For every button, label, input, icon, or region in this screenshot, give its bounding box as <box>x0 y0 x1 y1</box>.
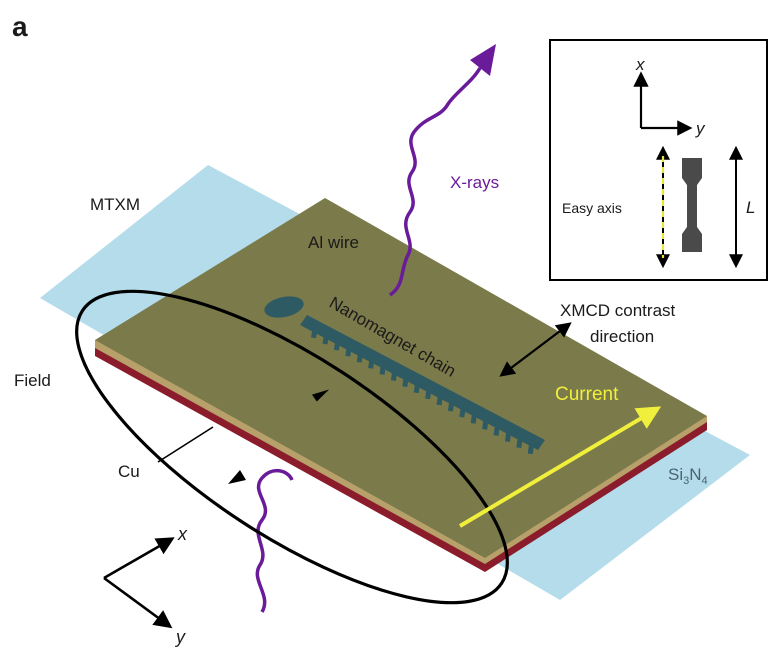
nanomagnet-tooth <box>390 365 398 381</box>
nanomagnet-tooth <box>493 420 501 436</box>
nanomagnet-chain <box>264 296 545 455</box>
inset-axis-x-label: x <box>635 55 645 74</box>
axis-y-label: y <box>174 627 186 647</box>
xrays-label: X-rays <box>450 173 499 192</box>
field-arrow-head-1 <box>311 389 330 402</box>
xray-arrow-head <box>470 44 496 76</box>
inset-nanomagnet <box>682 158 702 252</box>
nanomagnet-tooth <box>413 377 421 394</box>
inset-axis-y-label: y <box>695 119 706 138</box>
nanomagnet-tooth <box>447 395 455 412</box>
field-loop <box>75 289 509 605</box>
coordinate-axes: x y <box>103 524 188 647</box>
nanomagnet-tooth <box>368 353 376 369</box>
nanomagnet-tooth <box>333 334 341 351</box>
nanomagnet-tooth <box>402 371 410 388</box>
current-label: Current <box>555 384 619 405</box>
xmcd-direction-arrow <box>499 322 572 377</box>
nanomagnet-tooth <box>379 359 387 375</box>
xray-incoming-path <box>255 468 294 613</box>
xmcd-label-line2: direction <box>590 327 654 346</box>
nanomagnet-tooth <box>425 383 433 400</box>
nanomagnet-tooth <box>356 347 364 363</box>
xmcd-label-line1: XMCD contrast <box>560 301 676 320</box>
cu-label: Cu <box>118 462 140 481</box>
axis-x-label: x <box>177 524 188 544</box>
si3n4-label: Si3N4 <box>668 465 708 487</box>
inset-easy-axis-label: Easy axis <box>562 200 622 216</box>
al-wire-label: Al wire <box>308 233 359 252</box>
nanomagnet-tooth <box>470 408 478 424</box>
inset-length-label: L <box>746 198 755 217</box>
inset-box: x y Easy axis L <box>549 39 768 281</box>
xray-outgoing-path <box>388 67 482 297</box>
nanomagnet-tooth <box>459 402 467 418</box>
nanomagnet-tooth <box>436 389 444 406</box>
nanomagnet-tooth <box>504 426 512 442</box>
nanomagnet-tooth <box>527 438 535 455</box>
inset-frame <box>549 39 768 281</box>
field-arrow-head-2 <box>228 470 246 484</box>
nanomagnet-tooth <box>345 341 353 357</box>
nanomagnet-tooth <box>311 322 319 339</box>
field-label: Field <box>14 371 51 390</box>
current-arrow <box>458 406 662 528</box>
cu-pointer <box>157 426 214 463</box>
axis-y-arrow <box>103 576 173 629</box>
nanomagnet-ellipse <box>264 296 304 318</box>
mtxm-label: MTXM <box>90 195 140 214</box>
axis-x-arrow <box>103 537 175 580</box>
nanomagnet-tooth <box>516 432 524 449</box>
nanomagnet-tooth <box>482 414 490 430</box>
panel-letter: a <box>12 11 28 42</box>
nanomagnet-tooth <box>322 328 330 345</box>
